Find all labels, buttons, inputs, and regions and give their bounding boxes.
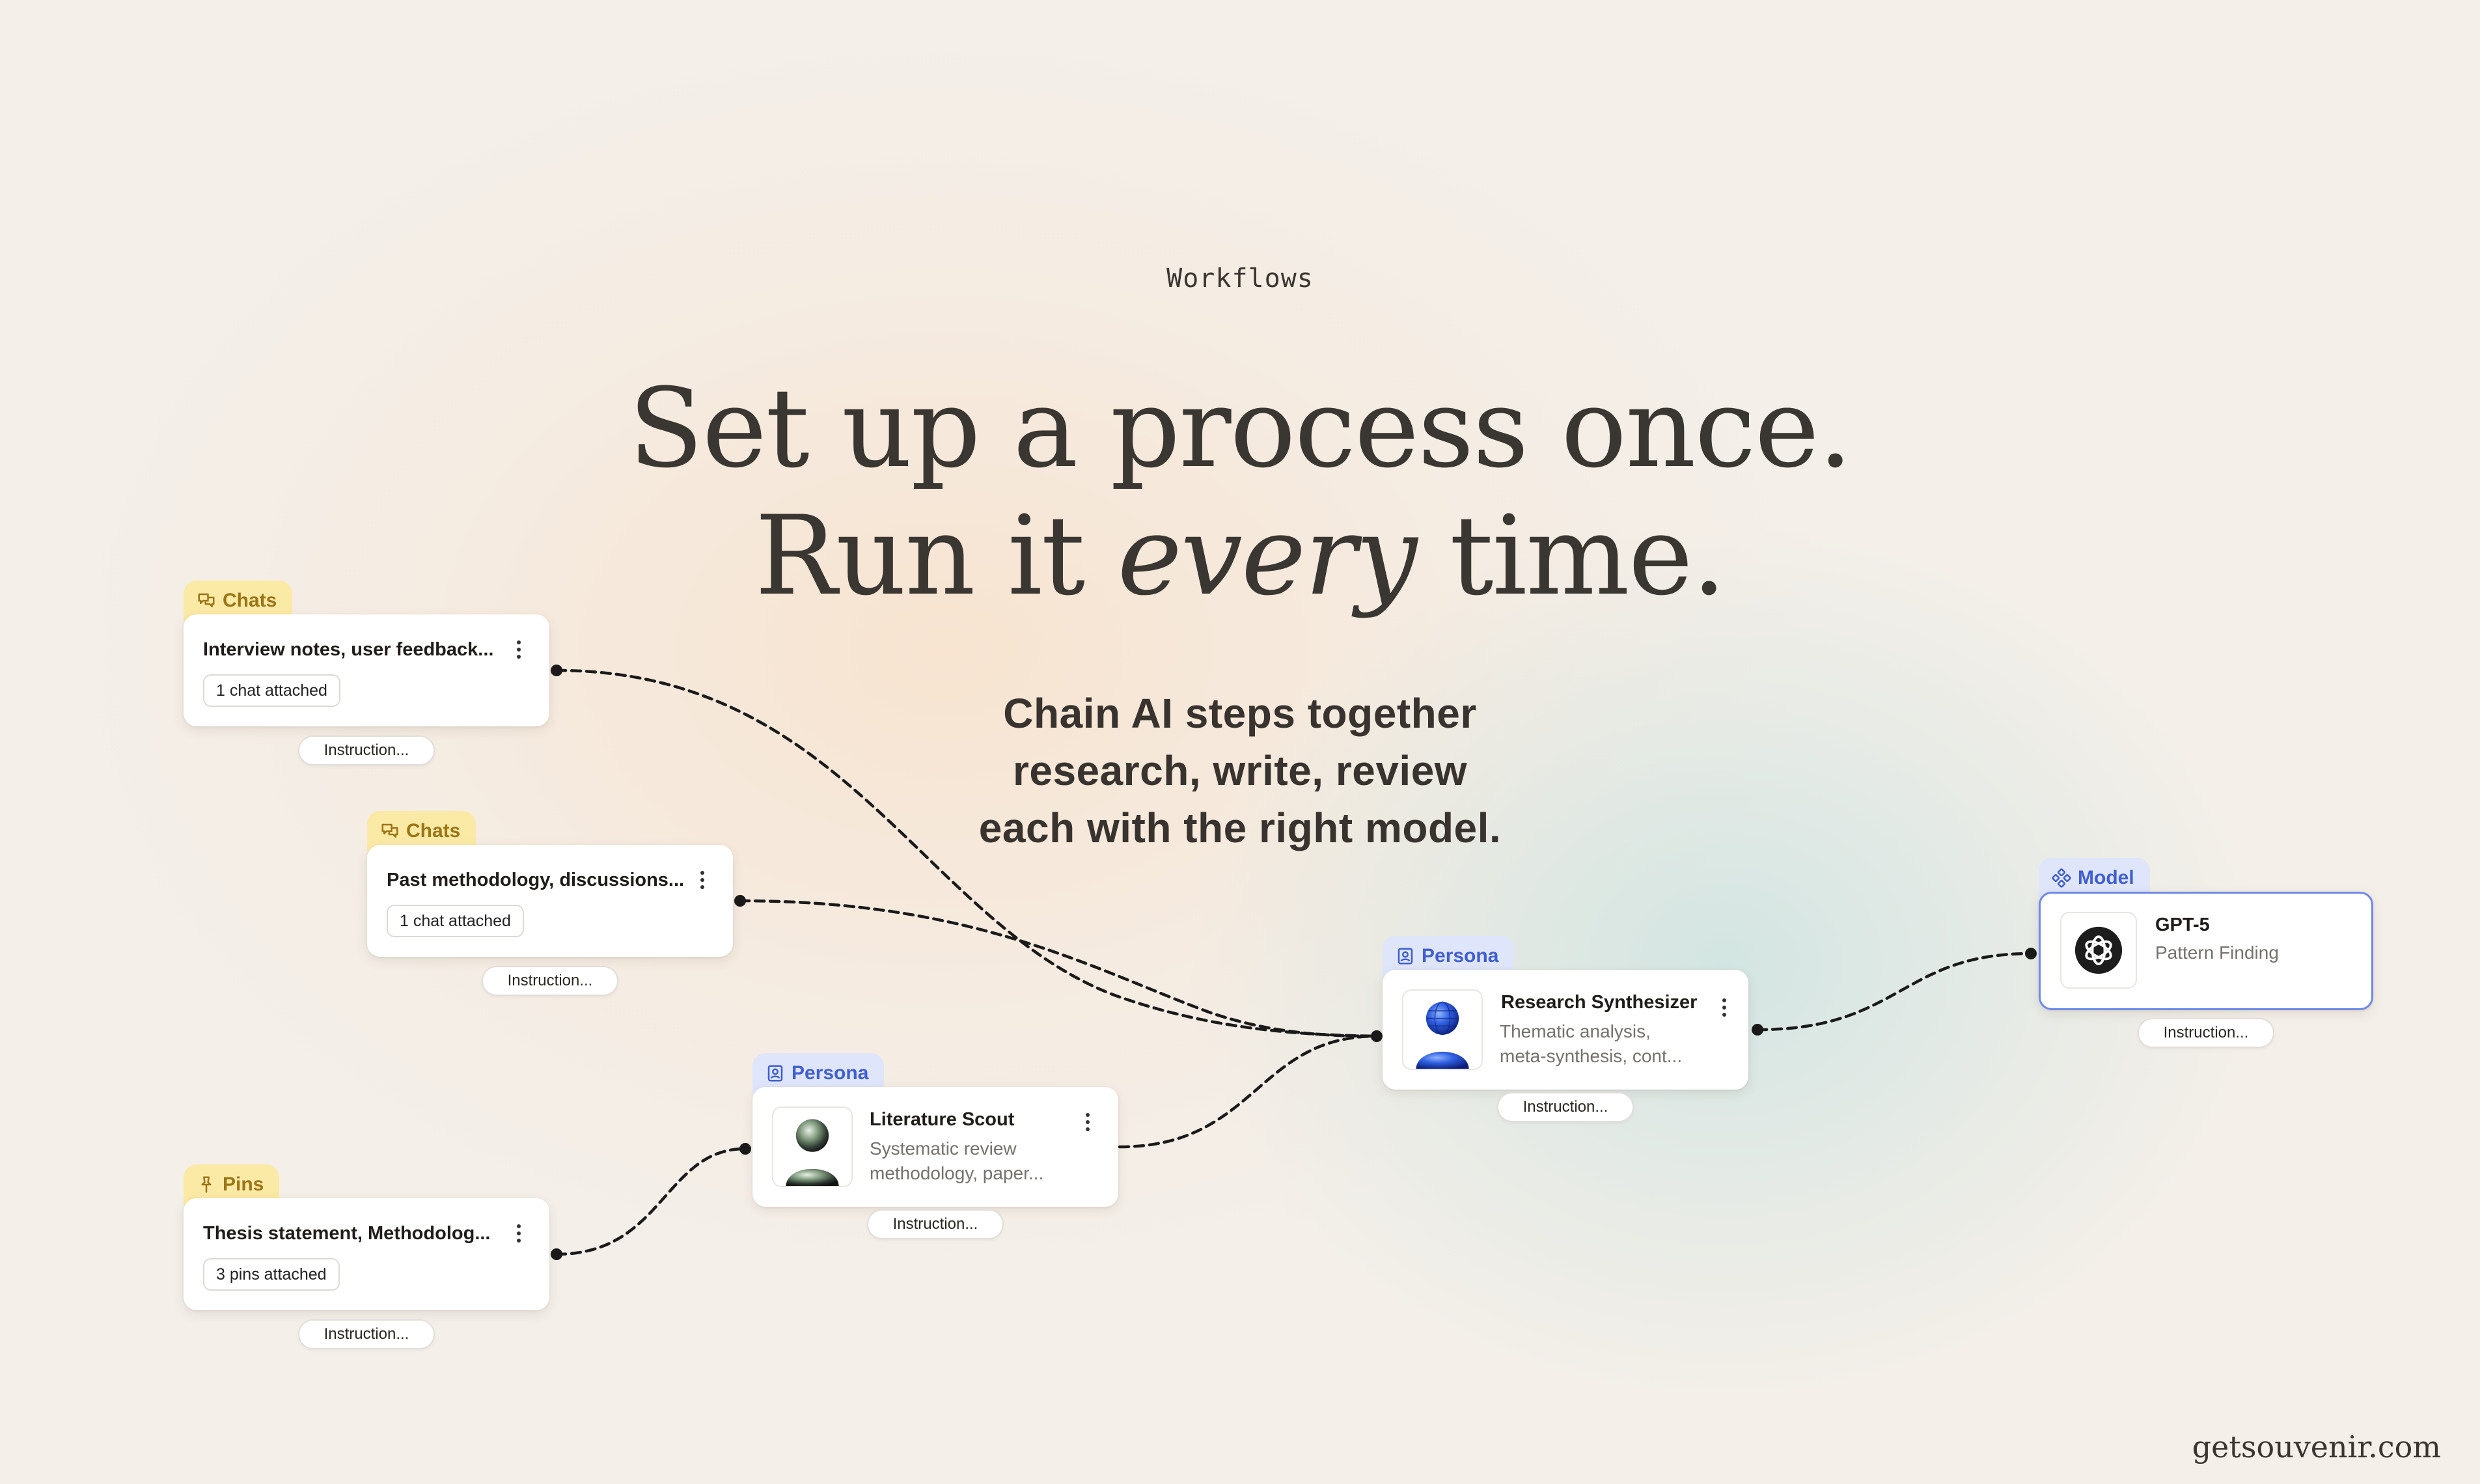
attachment-badge: 3 pins attached: [203, 1258, 340, 1291]
wire-chats2-to-synth: [738, 899, 1379, 1038]
persona-node-research-synthesizer[interactable]: Persona: [1383, 936, 1748, 1131]
headline-line-2-start: Run it: [754, 492, 1118, 620]
persona-card[interactable]: Literature Scout Systematic review metho…: [752, 1087, 1118, 1207]
page-headline: Set up a process once. Run it every time…: [0, 364, 2480, 620]
persona-description: Systematic review methodology, paper...: [870, 1136, 1078, 1186]
wire-pins-to-scout: [555, 1147, 747, 1256]
pins-tag: Pins: [184, 1164, 280, 1205]
pins-card-title: Thesis statement, Methodolog...: [203, 1223, 491, 1244]
more-options-icon[interactable]: [696, 867, 709, 893]
pins-tag-label: Pins: [223, 1174, 264, 1195]
chats-card-title: Interview notes, user feedback...: [203, 639, 494, 660]
wire-scout-to-synth: [1118, 1034, 1379, 1149]
model-name: GPT-5: [2155, 914, 2210, 935]
persona-tag-label: Persona: [1422, 945, 1499, 967]
chats-card[interactable]: Interview notes, user feedback... 1 chat…: [184, 614, 549, 726]
persona-name: Research Synthesizer: [1501, 992, 1698, 1013]
chats-tag: Chats: [184, 581, 293, 621]
port-chats1-out[interactable]: [551, 665, 562, 676]
persona-tag: Persona: [752, 1053, 885, 1093]
model-description: Pattern Finding: [2155, 942, 2279, 963]
port-model-in[interactable]: [2025, 948, 2037, 959]
persona-description-line-2: meta-synthesis, cont...: [1500, 1046, 1683, 1066]
instruction-button[interactable]: Instruction...: [1497, 1092, 1634, 1122]
headline-emphasis: every: [1117, 492, 1418, 620]
more-options-icon[interactable]: [512, 1220, 525, 1246]
pins-card[interactable]: Thesis statement, Methodolog... 3 pins a…: [184, 1198, 549, 1310]
subhead-line-1: Chain AI steps together: [1003, 690, 1477, 737]
chats-card[interactable]: Past methodology, discussions... 1 chat …: [367, 845, 733, 957]
page-subheading: Chain AI steps together research, write,…: [915, 685, 1565, 857]
persona-description-line-1: Systematic review: [870, 1138, 1017, 1159]
chats-tag: Chats: [367, 811, 476, 851]
port-synth-out[interactable]: [1752, 1024, 1763, 1036]
wire-chats1-to-synth: [555, 668, 1379, 1038]
port-scout-in[interactable]: [739, 1143, 751, 1155]
instruction-button[interactable]: Instruction...: [2138, 1018, 2274, 1048]
instruction-button[interactable]: Instruction...: [482, 966, 618, 996]
subhead-line-2: research, write, review: [1012, 747, 1468, 794]
persona-avatar: [772, 1106, 853, 1187]
more-options-icon[interactable]: [512, 637, 525, 663]
port-chats2-out[interactable]: [734, 895, 746, 907]
instruction-button[interactable]: Instruction...: [298, 1319, 435, 1349]
port-pins-out[interactable]: [551, 1248, 562, 1260]
persona-node-literature-scout[interactable]: Persona Literature Sco: [752, 1053, 1118, 1248]
headline-line-1: Set up a process once.: [628, 364, 1853, 492]
chat-bubbles-icon: [198, 593, 215, 607]
model-tag-label: Model: [2078, 867, 2134, 888]
more-options-icon[interactable]: [1718, 995, 1731, 1021]
chrome-globe-person-avatar-icon: [786, 1119, 839, 1186]
model-node-gpt5[interactable]: Model GPT-5 Pattern Finding Instruction.…: [2039, 858, 2373, 1053]
chat-bubbles-icon: [381, 823, 398, 838]
chats-card-title: Past methodology, discussions...: [387, 870, 685, 890]
pins-node-thesis[interactable]: Pins Thesis statement, Methodolog... 3 p…: [184, 1164, 549, 1349]
more-options-icon[interactable]: [1081, 1109, 1094, 1135]
model-logo: [2060, 912, 2137, 989]
blue-globe-person-avatar-icon: [1416, 1001, 1469, 1069]
chats-tag-label: Chats: [406, 820, 461, 842]
instruction-button[interactable]: Instruction...: [298, 735, 435, 765]
headline-line-2: Run it every time.: [0, 492, 2480, 620]
model-tag: Model: [2039, 858, 2150, 898]
site-watermark: getsouvenir.com: [2192, 1429, 2441, 1464]
instruction-button[interactable]: Instruction...: [867, 1209, 1004, 1239]
chats-node-past-methodology[interactable]: Chats Past methodology, discussions... 1…: [367, 811, 733, 996]
openai-logo-icon: [2074, 926, 2123, 974]
persona-badge-icon: [1398, 948, 1413, 965]
persona-description-line-2: methodology, paper...: [870, 1163, 1044, 1183]
section-eyebrow: Workflows: [1166, 264, 1314, 294]
persona-description: Thematic analysis, meta-synthesis, cont.…: [1500, 1019, 1708, 1069]
subhead-line-3: each with the right model.: [978, 804, 1502, 851]
pin-icon: [201, 1176, 212, 1193]
persona-name: Literature Scout: [870, 1109, 1015, 1130]
persona-tag: Persona: [1383, 936, 1515, 976]
attachment-badge: 1 chat attached: [387, 905, 524, 937]
wire-synth-to-model: [1756, 952, 2033, 1032]
persona-card[interactable]: Research Synthesizer Thematic analysis, …: [1383, 970, 1748, 1090]
headline-line-2-end: time.: [1416, 492, 1726, 620]
persona-avatar: [1402, 989, 1483, 1070]
port-synth-in[interactable]: [1371, 1030, 1383, 1042]
persona-badge-icon: [767, 1065, 783, 1082]
attachment-badge: 1 chat attached: [203, 674, 340, 707]
model-card[interactable]: GPT-5 Pattern Finding: [2039, 892, 2373, 1010]
model-nodes-icon: [2052, 868, 2071, 888]
chats-node-interview-notes[interactable]: Chats Interview notes, user feedback... …: [184, 581, 549, 765]
persona-tag-label: Persona: [792, 1062, 869, 1084]
chats-tag-label: Chats: [223, 590, 277, 611]
persona-description-line-1: Thematic analysis,: [1500, 1021, 1651, 1041]
